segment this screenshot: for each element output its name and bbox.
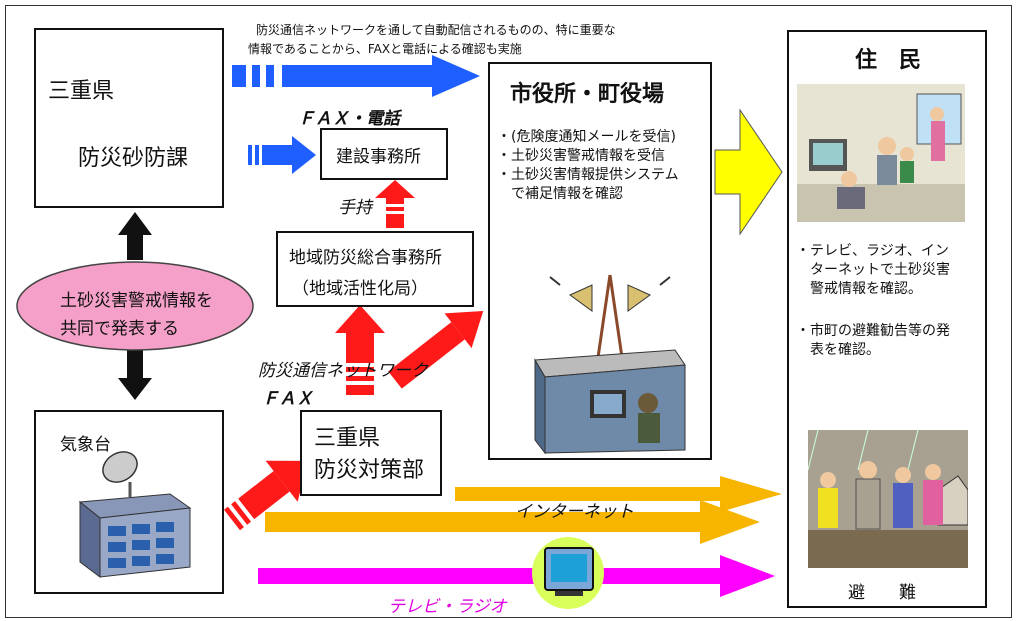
black-arrow-up (118, 212, 152, 260)
red-arrow-network-up (335, 305, 385, 395)
red-arrow-weather-hq (223, 460, 308, 531)
residents-item-5: 表を確認。 (796, 342, 880, 358)
sabo-division-label: 防災砂防課 (78, 146, 189, 171)
red-arrow-handheld (375, 180, 415, 228)
prefecture-hq-box (300, 410, 442, 496)
top-note-line1: 防災通信ネットワークを通して自動配信されるものの、特に重要な (256, 23, 616, 37)
evacuation-label: 避 難 (848, 583, 916, 603)
residents-item-2: ターネットで土砂災害 (796, 262, 950, 278)
internet-label: インターネット (515, 502, 634, 522)
black-arrow-down (118, 350, 152, 400)
regional-office-line2: （地域活性化局） (292, 279, 428, 299)
tv-icon (532, 537, 604, 609)
oval-line1: 土砂災害警戒情報を (60, 291, 213, 311)
blue-arrow-construction (248, 136, 316, 174)
construction-office-label: 建設事務所 (336, 147, 421, 167)
regional-office-box (276, 231, 474, 307)
residents-title: 住 民 (855, 48, 922, 73)
hq-line1: 三重県 (314, 426, 381, 451)
top-note-line2: 情報であることから、FAXと電話による確認も実施 (248, 42, 522, 56)
city-hall-item-3: ・土砂災害情報提供システム (497, 167, 679, 183)
orange-arrow-internet (265, 476, 782, 544)
weather-office-label: 気象台 (60, 435, 111, 455)
mie-prefecture-box (34, 28, 224, 208)
joint-announcement-oval (16, 261, 254, 351)
hq-line2: 防災対策部 (314, 458, 425, 483)
broadcast-room-icon (534, 274, 686, 455)
network-label: 防災通信ネットワーク (258, 361, 428, 381)
oval-line2: 共同で発表する (60, 319, 179, 339)
regional-office-line1: 地域防災総合事務所 (289, 248, 442, 268)
city-hall-item-2: ・土砂災害警戒情報を受信 (497, 148, 665, 164)
residents-item-1: ・テレビ、ラジオ、イン (796, 243, 949, 259)
mie-prefecture-label: 三重県 (48, 79, 115, 104)
red-arrow-network-city (388, 311, 484, 389)
evacuation-illustration (808, 430, 968, 568)
fax-label: ＦＡＸ (262, 389, 313, 409)
family-tv-illustration (797, 84, 965, 222)
city-hall-title: 市役所・町役場 (510, 82, 665, 107)
tv-radio-label: テレビ・ラジオ (388, 597, 507, 617)
residents-item-4: ・市町の避難勧告等の発 (796, 323, 950, 339)
magenta-arrow-tv (258, 555, 775, 597)
yellow-arrow-residents (714, 108, 783, 236)
fax-tel-label: ＦＡＸ・電話 (298, 109, 400, 129)
city-hall-item-1: ・(危険度通知メールを受信) (497, 129, 676, 145)
construction-office-box (320, 128, 448, 180)
weather-station-icon (78, 451, 192, 578)
blue-arrow-top (232, 55, 480, 97)
city-hall-item-4: で補足情報を確認 (497, 186, 623, 202)
residents-item-3: 警戒情報を確認。 (796, 281, 922, 297)
handheld-label: 手持 (338, 198, 372, 218)
diagram-frame (5, 5, 1012, 618)
